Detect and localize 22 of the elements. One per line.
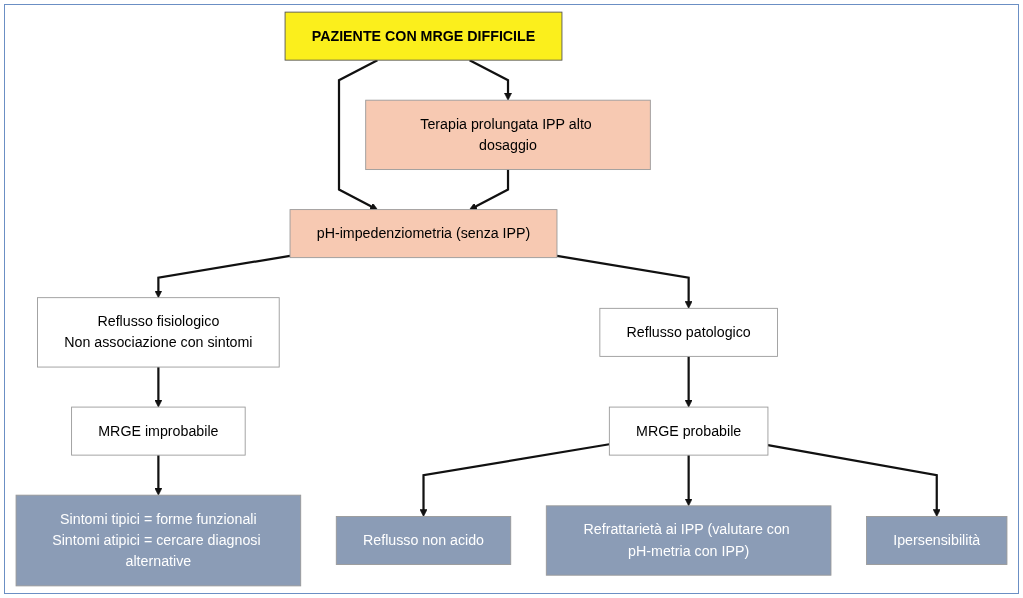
arrow bbox=[556, 254, 693, 309]
node-box: Sintomi tipici = forme funzionali Sintomi atipici = cercare diagnosi alternative bbox=[15, 494, 302, 587]
node-box: Refrattarietà ai IPP (valutare con pH-metria con IPP) bbox=[545, 505, 832, 576]
node-box: Reflusso fisiologico Non associazione con sintomi bbox=[37, 297, 280, 368]
arrow bbox=[154, 254, 291, 298]
node-box: MRGE improbabile bbox=[71, 406, 246, 456]
node-box: Terapia prolungata IPP alto dosaggio bbox=[365, 99, 651, 170]
node-box: Reflusso patologico bbox=[599, 307, 778, 357]
arrow bbox=[469, 59, 512, 101]
node-box: MRGE probabile bbox=[608, 406, 769, 456]
arrow bbox=[767, 444, 941, 517]
arrow bbox=[684, 455, 693, 507]
arrow bbox=[337, 59, 378, 210]
node-box: Reflusso non acido bbox=[335, 516, 512, 565]
arrow bbox=[469, 169, 510, 210]
arrow bbox=[154, 455, 163, 496]
arrow bbox=[419, 443, 610, 517]
arrow bbox=[684, 356, 693, 408]
node-box: PAZIENTE CON MRGE DIFFICILE bbox=[284, 11, 563, 61]
node-box: Ipersensibilità bbox=[866, 516, 1008, 565]
node-box: pH-impedenziometria (senza IPP) bbox=[289, 209, 558, 259]
arrow bbox=[154, 367, 163, 408]
